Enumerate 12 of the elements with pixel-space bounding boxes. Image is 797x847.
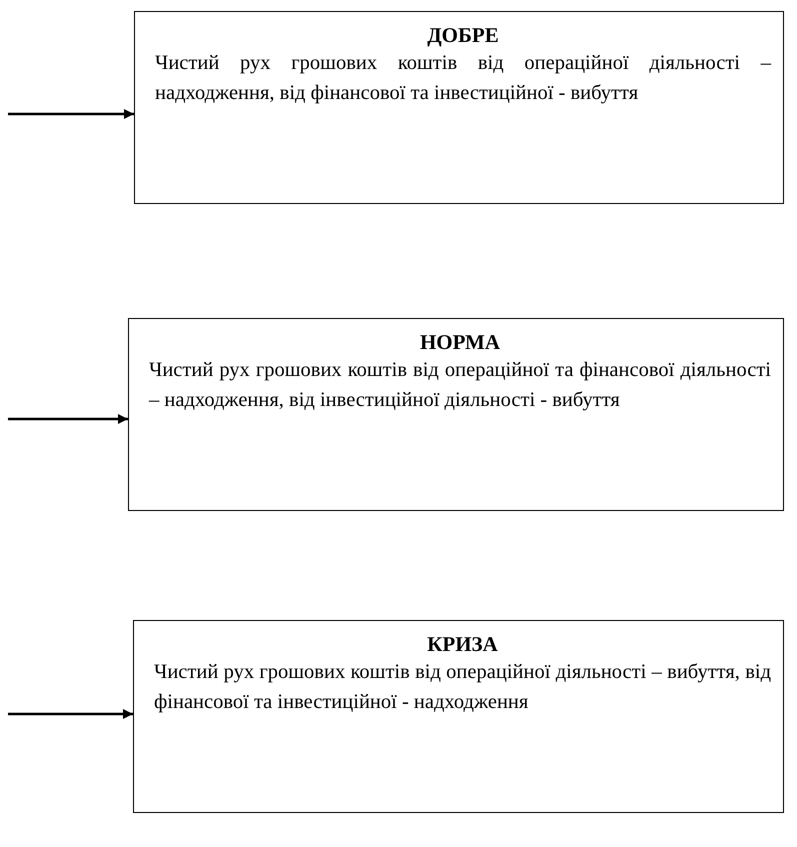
- description: Чистий рух грошових коштів від операційної та фінансової діяльності – надходження, від інвестиційної діяльності - вибуття: [149, 358, 771, 413]
- text-box: [133, 620, 784, 813]
- heading: НОРМА: [418, 329, 502, 355]
- description: Чистий рух грошових коштів від операційної діяльності – надходження, від фінансової та інвестиційної - вибуття: [155, 51, 771, 106]
- description: Чистий рух грошових коштів від операційної діяльності – вибуття, від фінансової та інвестиційної - надходження: [154, 660, 771, 715]
- heading: КРИЗА: [426, 631, 499, 657]
- text-box: [128, 318, 784, 511]
- arrow: [8, 709, 133, 719]
- heading: ДОБРЕ: [426, 22, 500, 48]
- arrow: [8, 414, 128, 424]
- text-box: [134, 11, 784, 204]
- arrow: [8, 109, 134, 119]
